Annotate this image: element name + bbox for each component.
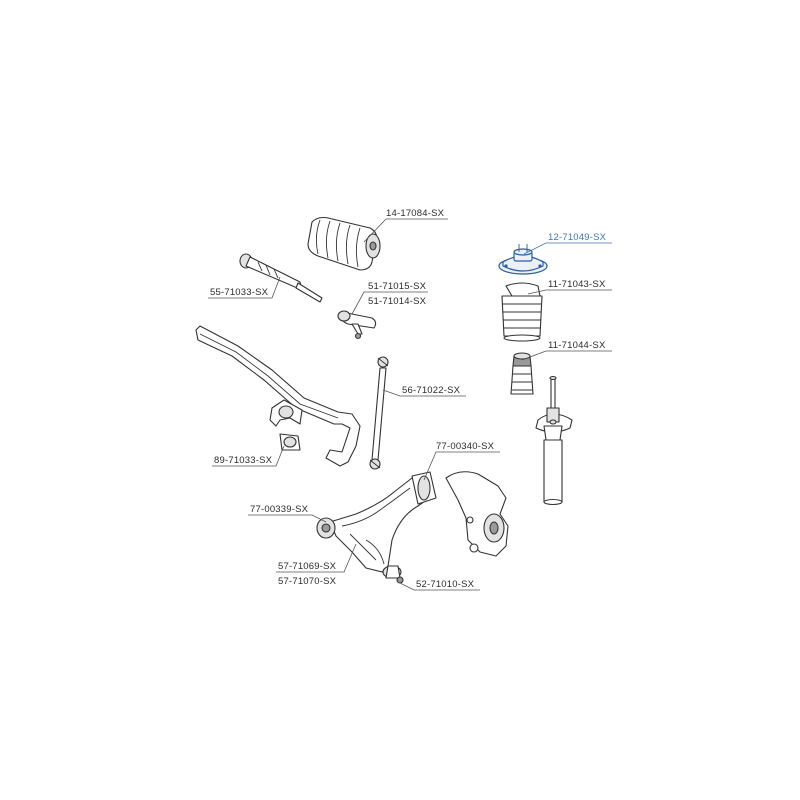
part-number-label[interactable]: 51-71015-SX [368, 281, 427, 292]
strut-top-mount[interactable] [498, 244, 548, 275]
stabilizer-bracket [269, 399, 303, 427]
part-number-label[interactable]: 11-71043-SX [548, 279, 606, 290]
tie-rod-end[interactable] [337, 310, 377, 340]
part-number-label[interactable]: 89-71033-SX [214, 455, 273, 466]
part-number-label[interactable]: 11-71044-SX [548, 340, 606, 351]
shock-absorber [535, 375, 573, 506]
lower-control-arm [316, 473, 433, 573]
stabilizer-bushing[interactable] [279, 433, 301, 451]
part-number-label[interactable]: 55-71033-SX [210, 287, 269, 298]
bump-stop[interactable] [510, 352, 534, 395]
part-number-label[interactable]: 77-00339-SX [250, 504, 309, 515]
control-arm-rear-bushing[interactable] [411, 471, 437, 505]
strut-dust-boot[interactable] [501, 282, 543, 342]
part-number-label[interactable]: 57-71070-SX [278, 576, 337, 587]
stabilizer-bar [195, 325, 361, 467]
ball-joint[interactable] [382, 565, 404, 584]
part-number-label[interactable]: 51-71014-SX [368, 296, 427, 307]
part-number-label[interactable]: 57-71069-SX [278, 561, 337, 572]
steering-knuckle [445, 471, 509, 557]
leader-lines [208, 218, 612, 591]
stabilizer-link[interactable] [369, 356, 389, 470]
part-number-label[interactable]: 77-00340-SX [436, 441, 495, 452]
part-number-label-highlighted[interactable]: 12-71049-SX [548, 232, 607, 243]
part-number-label[interactable]: 56-71022-SX [402, 385, 461, 396]
steering-rack-boot[interactable] [307, 216, 381, 271]
inner-tie-rod[interactable] [239, 253, 323, 303]
part-number-label[interactable]: 52-71010-SX [416, 579, 475, 590]
part-labels: 14-17084-SX 12-71049-SX 55-71033-SX 51-7… [210, 208, 607, 590]
part-number-label[interactable]: 14-17084-SX [386, 208, 445, 219]
